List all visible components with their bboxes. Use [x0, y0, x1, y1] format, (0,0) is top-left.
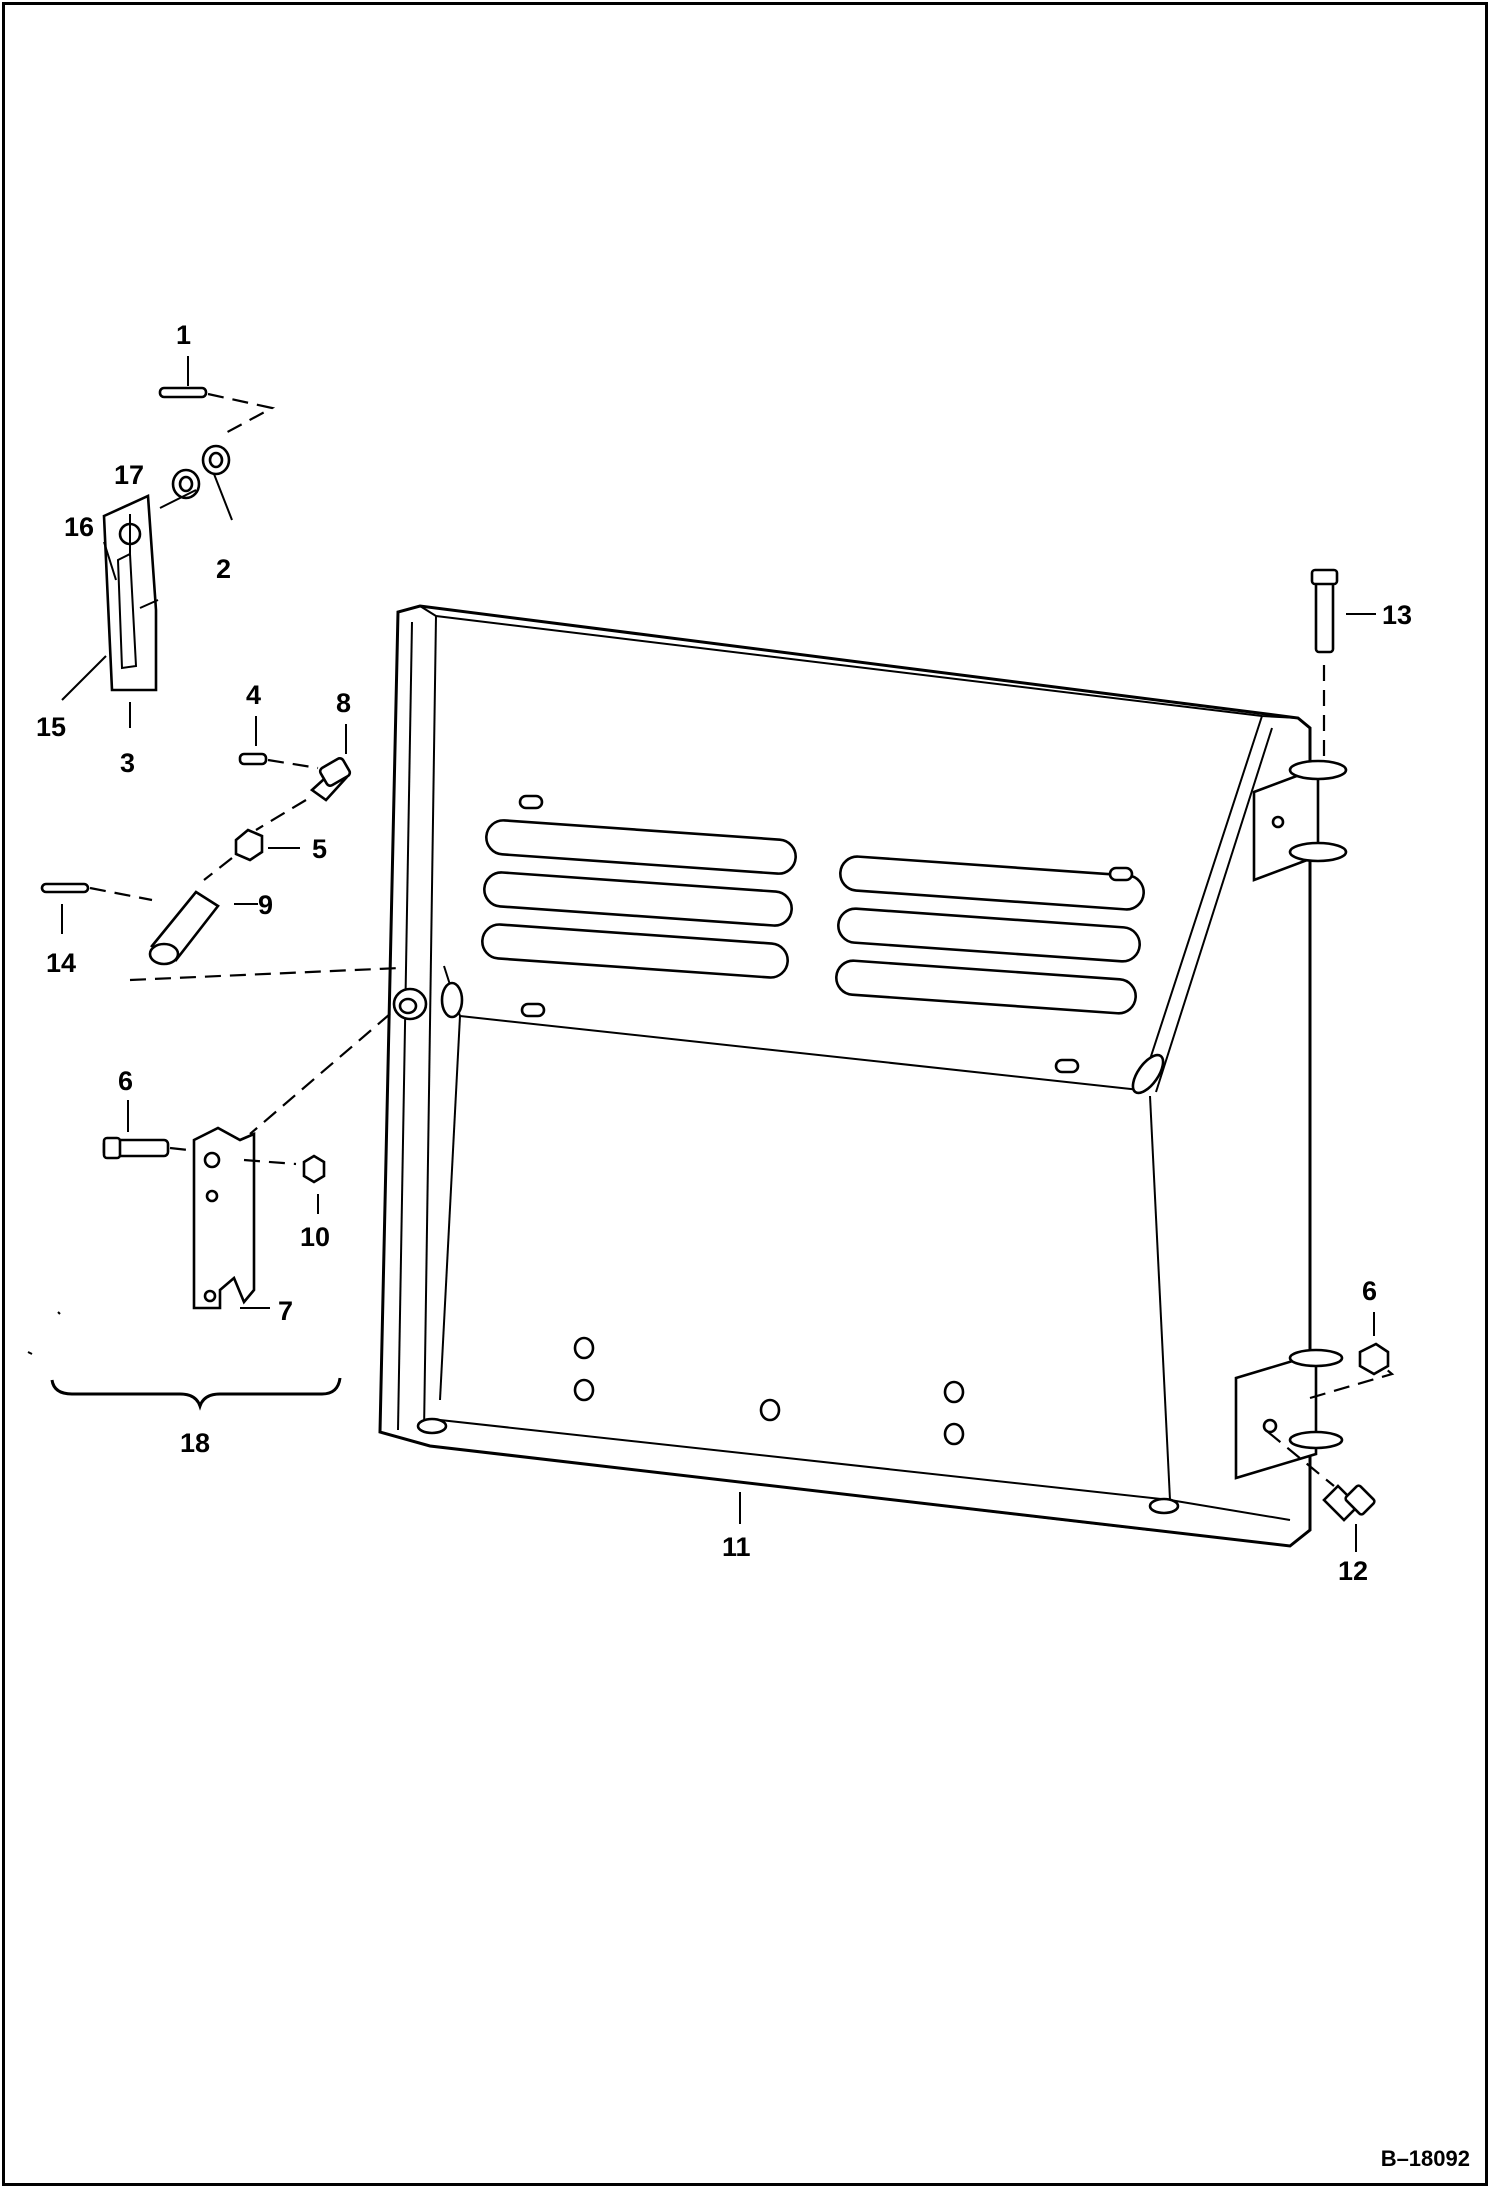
callout-7: 7 — [278, 1296, 293, 1326]
callout-17: 17 — [114, 460, 144, 490]
callout-4: 4 — [246, 680, 261, 710]
callout-18: 18 — [180, 1428, 210, 1458]
callout-12: 12 — [1338, 1556, 1368, 1586]
callout-13: 13 — [1382, 600, 1412, 630]
callout-14: 14 — [46, 948, 76, 978]
callout-2: 2 — [216, 554, 231, 584]
upper-right-hinge — [1252, 568, 1348, 882]
callout-10: 10 — [300, 1222, 330, 1252]
callout-9: 9 — [258, 890, 273, 920]
callout-labels: 1 2 3 4 5 6 6 7 8 9 10 11 12 13 14 15 16… — [36, 320, 1412, 1586]
callout-3: 3 — [120, 748, 135, 778]
callout-6-right: 6 — [1362, 1276, 1377, 1306]
callout-1: 1 — [176, 320, 191, 350]
reference-code: B–18092 — [1381, 2146, 1470, 2171]
callout-6-left: 6 — [118, 1066, 133, 1096]
callout-16: 16 — [64, 512, 94, 542]
leader-lines — [61, 356, 1376, 1552]
callout-5: 5 — [312, 834, 327, 864]
panel-11 — [378, 604, 1312, 1548]
lower-right-hinge — [1234, 1342, 1395, 1522]
left-hardware — [27, 386, 428, 1411]
callout-8: 8 — [336, 688, 351, 718]
callout-11: 11 — [722, 1532, 751, 1562]
callout-15: 15 — [36, 712, 66, 742]
